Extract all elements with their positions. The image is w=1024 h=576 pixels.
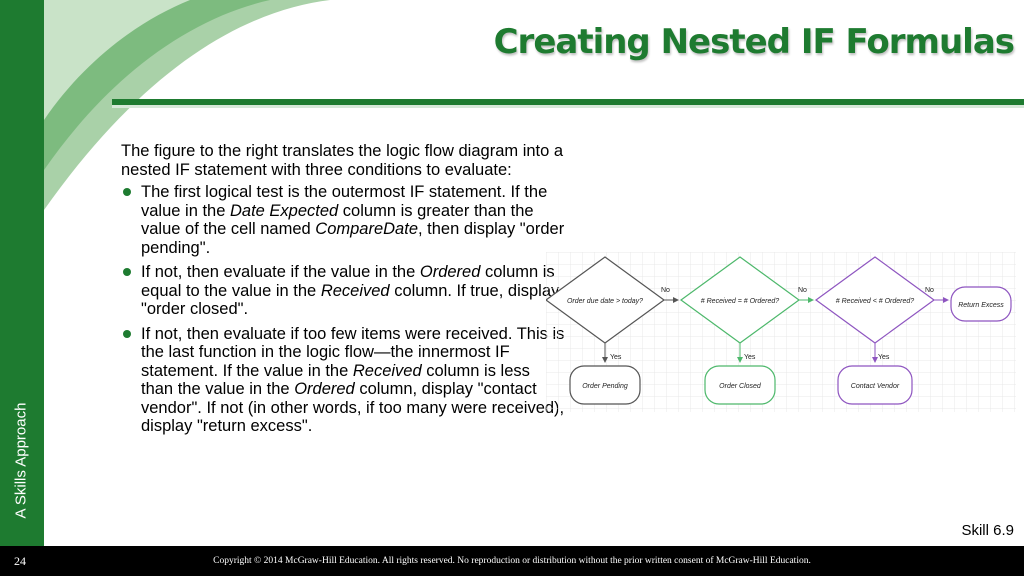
- italic-term: Ordered: [294, 380, 355, 398]
- bullet-text: column is less than the value in the: [141, 361, 530, 399]
- bullet-text: If not, then evaluate if too few items w…: [141, 324, 565, 380]
- body-text: The figure to the right translates the l…: [121, 142, 566, 442]
- no-label: No: [661, 287, 670, 294]
- outcome-label: Order Closed: [719, 383, 762, 390]
- bullet-item: The first logical test is the outermost …: [121, 183, 566, 257]
- decision-label: # Received = # Ordered?: [701, 298, 780, 305]
- title-divider: [112, 99, 1024, 105]
- slide-title: Creating Nested IF Formulas: [493, 22, 1015, 62]
- decision-diamond: [546, 256, 666, 344]
- italic-term: Ordered: [419, 263, 481, 281]
- bullet-text: column. If true, display "order closed".: [141, 281, 560, 319]
- decision-diamond: [814, 256, 936, 344]
- decision-label: Order due date > today?: [567, 298, 643, 305]
- footer-bar: 24 Copyright © 2014 McGraw-Hill Educatio…: [0, 546, 1024, 576]
- bullet-item: If not, then evaluate if the value in th…: [121, 263, 566, 319]
- background-swoosh: [44, 0, 330, 210]
- side-label: A Skills Approach: [12, 402, 30, 518]
- bullet-dot-icon: [123, 188, 131, 196]
- side-bar: [0, 0, 44, 546]
- bullet-text: , then display "order pending".: [141, 220, 565, 257]
- decision-diamond: [679, 256, 801, 344]
- bullet-text: If not, then evaluate if the value in th…: [141, 263, 420, 281]
- bullet-dot-icon: [123, 329, 131, 338]
- bullet-dot-icon: [123, 268, 131, 276]
- yes-label: Yes: [610, 354, 622, 361]
- bullet-text: column is greater than the value of the …: [141, 201, 534, 239]
- copyright-notice: Copyright © 2014 McGraw-Hill Education. …: [213, 556, 811, 566]
- bullet-text: column, display "contact vendor". If not…: [141, 380, 565, 435]
- outcome-label: Return Excess: [958, 302, 1004, 309]
- no-label: No: [925, 287, 934, 294]
- outcome-box: [837, 365, 913, 405]
- decision-label: # Received < # Ordered?: [836, 298, 915, 305]
- yes-label: Yes: [878, 354, 890, 361]
- title-divider-shadow: [112, 105, 1024, 108]
- bullet-text: column is equal to the value in the: [141, 263, 555, 300]
- italic-term: Date Expected: [229, 201, 339, 220]
- skill-label: Skill 6.9: [961, 522, 1014, 539]
- bullet-item: If not, then evaluate if too few items w…: [121, 325, 566, 436]
- no-label: No: [798, 287, 807, 294]
- outcome-label: Contact Vendor: [851, 383, 900, 390]
- logic-flowchart: Order due date > today? # Received = # O…: [546, 252, 1016, 412]
- italic-term: Received: [320, 281, 390, 300]
- bullet-text: The first logical test is the outermost …: [141, 183, 548, 220]
- yes-label: Yes: [744, 354, 756, 361]
- outcome-box: [569, 365, 641, 405]
- page-number: 24: [14, 554, 26, 568]
- outcome-label: Order Pending: [582, 383, 628, 390]
- intro-paragraph: The figure to the right translates the l…: [121, 142, 564, 179]
- outcome-box: [704, 365, 776, 405]
- outcome-box: [950, 286, 1012, 322]
- italic-term: CompareDate: [315, 220, 418, 238]
- bullet-list: The first logical test is the outermost …: [121, 183, 566, 436]
- italic-term: Received: [352, 361, 422, 380]
